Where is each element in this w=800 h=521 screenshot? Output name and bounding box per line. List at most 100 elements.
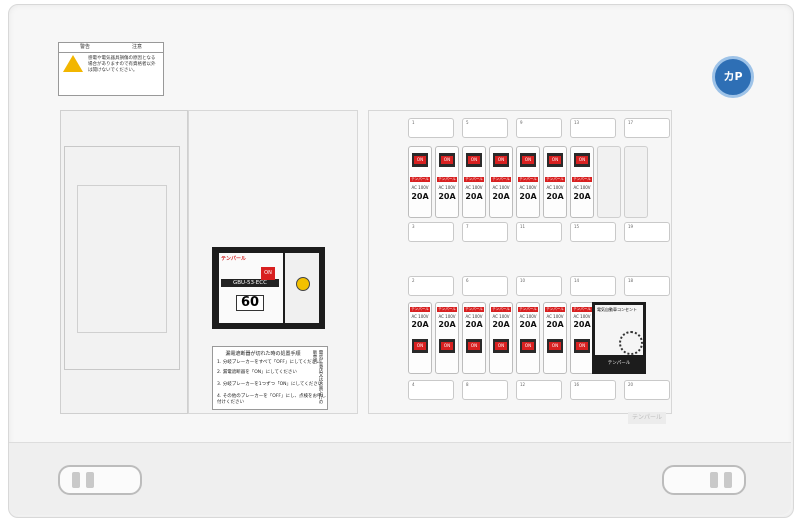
circuit-number: 8: [466, 382, 469, 387]
ev-outlet-brand: テンパール: [607, 361, 631, 366]
circuit-slot[interactable]: 12: [516, 380, 562, 400]
circuit-slot[interactable]: 7: [462, 222, 508, 242]
circuit-slot[interactable]: 20: [624, 380, 670, 400]
circuit-number: 5: [466, 120, 469, 125]
circuit-slot[interactable]: 18: [624, 276, 670, 296]
circuit-slot[interactable]: 13: [570, 118, 616, 138]
circuit-slot[interactable]: 6: [462, 276, 508, 296]
breaker-voltage: AC 100V: [465, 185, 483, 190]
breaker-toggle[interactable]: ON: [522, 342, 534, 350]
blank-slot: [624, 146, 648, 218]
circuit-number: 11: [520, 224, 526, 229]
circuit-slot[interactable]: 9: [516, 118, 562, 138]
instruction-line: 2. 漏電遮断器を「ON」にしてください: [217, 370, 297, 375]
breaker-brand-tag: テンパール: [437, 307, 457, 312]
circuit-slot[interactable]: 16: [570, 380, 616, 400]
breaker-amp: 20A: [573, 192, 591, 201]
door-latch-right[interactable]: [662, 465, 746, 495]
breaker-voltage: AC 100V: [438, 185, 456, 190]
main-breaker[interactable]: テンパール GBU-53·ECC 60 ON: [212, 247, 325, 329]
circuit-slot[interactable]: 10: [516, 276, 562, 296]
circuit-number: 7: [466, 224, 469, 229]
certification-mark: カP: [712, 56, 754, 98]
breaker-brand-tag: テンパール: [518, 307, 538, 312]
breaker-toggle[interactable]: ON: [576, 156, 588, 164]
door-latch-left[interactable]: [58, 465, 142, 495]
breaker-brand-tag: テンパール: [464, 177, 484, 182]
breaker-voltage: AC 100V: [519, 185, 537, 190]
circuit-slot[interactable]: 2: [408, 276, 454, 296]
breaker-amp: 20A: [519, 192, 537, 201]
breaker-brand-tag: テンパール: [572, 307, 592, 312]
breaker-toggle[interactable]: ON: [441, 342, 453, 350]
main-breaker-amp: 60: [236, 295, 264, 311]
breaker-voltage: AC 100V: [492, 185, 510, 190]
breaker-toggle[interactable]: ON: [414, 156, 426, 164]
breaker-amp: 20A: [411, 320, 429, 329]
ev-outlet-unit[interactable]: 電気自動車コンセント テンパール: [592, 302, 646, 374]
breaker-toggle[interactable]: ON: [576, 342, 588, 350]
breaker-toggle[interactable]: ON: [468, 156, 480, 164]
breaker-toggle[interactable]: ON: [522, 156, 534, 164]
circuit-slot[interactable]: 17: [624, 118, 670, 138]
circuit-slot[interactable]: 11: [516, 222, 562, 242]
instruction-line: 1. 分岐ブレーカーをすべて「OFF」にしてください: [217, 360, 321, 365]
breaker-toggle[interactable]: ON: [549, 156, 561, 164]
ev-outlet-face: 電気自動車コンセント: [595, 305, 643, 355]
breaker-amp: 20A: [438, 320, 456, 329]
circuit-number: 3: [412, 224, 415, 229]
breaker-toggle[interactable]: ON: [495, 342, 507, 350]
breaker-toggle[interactable]: ON: [441, 156, 453, 164]
main-breaker-toggle[interactable]: ON: [261, 267, 275, 280]
breaker-voltage: AC 100V: [519, 314, 537, 319]
circuit-slot[interactable]: 1: [408, 118, 454, 138]
breaker-brand-tag: テンパール: [491, 177, 511, 182]
breaker-toggle[interactable]: ON: [414, 342, 426, 350]
test-button[interactable]: [296, 277, 310, 291]
breaker-voltage: AC 100V: [492, 314, 510, 319]
breaker-voltage: AC 100V: [573, 185, 591, 190]
circuit-slot[interactable]: 8: [462, 380, 508, 400]
breaker-voltage: AC 100V: [411, 185, 429, 190]
main-breaker-brand: テンパール: [221, 256, 247, 262]
breaker-toggle[interactable]: ON: [495, 156, 507, 164]
breaker-amp: 20A: [573, 320, 591, 329]
circuit-number: 14: [574, 278, 580, 283]
circuit-slot[interactable]: 5: [462, 118, 508, 138]
dial-icon[interactable]: [619, 331, 643, 355]
circuit-number: 15: [574, 224, 580, 229]
breaker-amp: 20A: [492, 192, 510, 201]
circuit-slot[interactable]: 19: [624, 222, 670, 242]
circuit-number: 6: [466, 278, 469, 283]
breaker-voltage: AC 100V: [411, 314, 429, 319]
circuit-slot[interactable]: 4: [408, 380, 454, 400]
circuit-slot[interactable]: 15: [570, 222, 616, 242]
breaker-amp: 20A: [411, 192, 429, 201]
circuit-slot[interactable]: 14: [570, 276, 616, 296]
breaker-amp: 20A: [546, 320, 564, 329]
breaker-voltage: AC 100V: [546, 185, 564, 190]
instruction-side-text: 電気工事店又はお買上げの販売店: [312, 350, 323, 404]
circuit-number: 10: [520, 278, 526, 283]
breaker-voltage: AC 100V: [546, 314, 564, 319]
instruction-line: 4. その他のブレーカーを「OFF」にし、点検をお申し付けください: [217, 394, 326, 405]
branch-breaker[interactable]: ON テンパール AC 100V 20A: [489, 146, 513, 218]
circuit-slot[interactable]: 3: [408, 222, 454, 242]
breaker-amp: 20A: [546, 192, 564, 201]
warning-text: 感電や電気器具損傷の原因となる場合がありますので有資格者以外は開けないでください…: [88, 56, 156, 73]
breaker-toggle[interactable]: ON: [468, 342, 480, 350]
breaker-toggle[interactable]: ON: [549, 342, 561, 350]
